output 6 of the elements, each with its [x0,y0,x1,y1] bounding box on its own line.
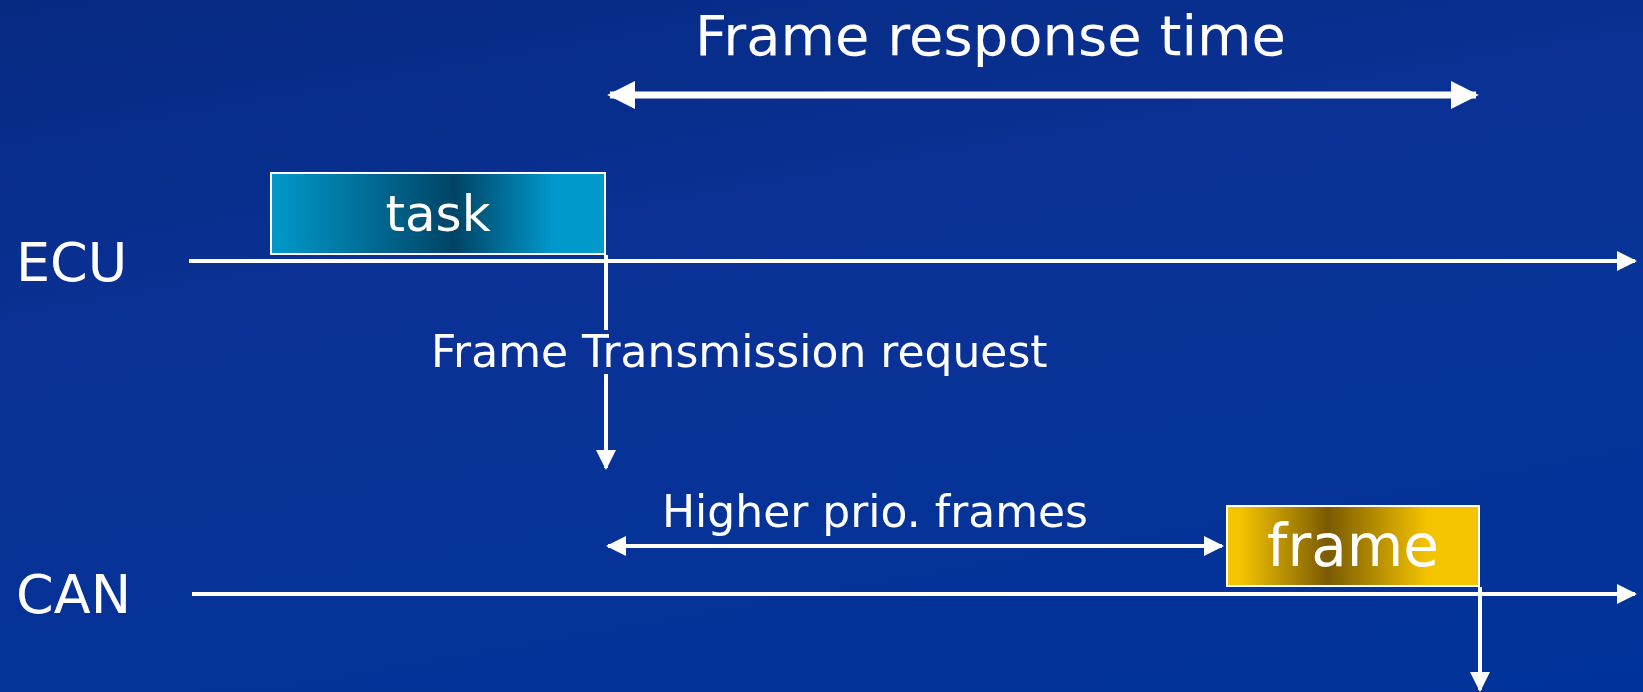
dimension-label: Higher prio. frames [662,490,1089,534]
arrow [1470,587,1490,692]
timeline-label: ECU [16,236,128,290]
frame-box: frame [1226,505,1480,587]
timeline-label: CAN [16,568,132,622]
task-box: task [270,172,606,255]
